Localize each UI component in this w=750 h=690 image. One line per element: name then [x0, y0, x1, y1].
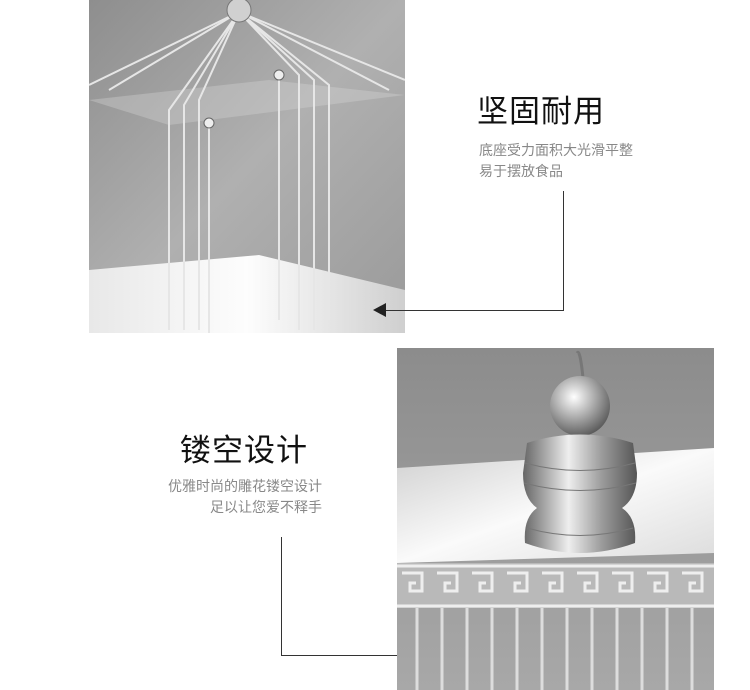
arrow-left-icon [373, 303, 386, 317]
desc-line: 足以让您爱不释手 [210, 500, 322, 516]
product-photo-cage-top [89, 0, 405, 333]
feature-desc-hollow: 优雅时尚的雕花镂空设计 足以让您爱不释手 [124, 477, 322, 519]
desc-line: 底座受力面积大光滑平整 [479, 143, 633, 159]
callout-line [385, 310, 564, 311]
feature-desc-durable: 底座受力面积大光滑平整 易于摆放食品 [479, 141, 633, 183]
callout-line [281, 537, 282, 656]
feature-title-hollow: 镂空设计 [180, 433, 308, 469]
product-photo-finial-detail [397, 348, 714, 690]
callout-line [281, 655, 459, 656]
feature-title-durable: 坚固耐用 [477, 94, 605, 130]
desc-line: 优雅时尚的雕花镂空设计 [168, 479, 322, 495]
desc-line: 易于摆放食品 [479, 164, 563, 180]
callout-line [563, 191, 564, 311]
